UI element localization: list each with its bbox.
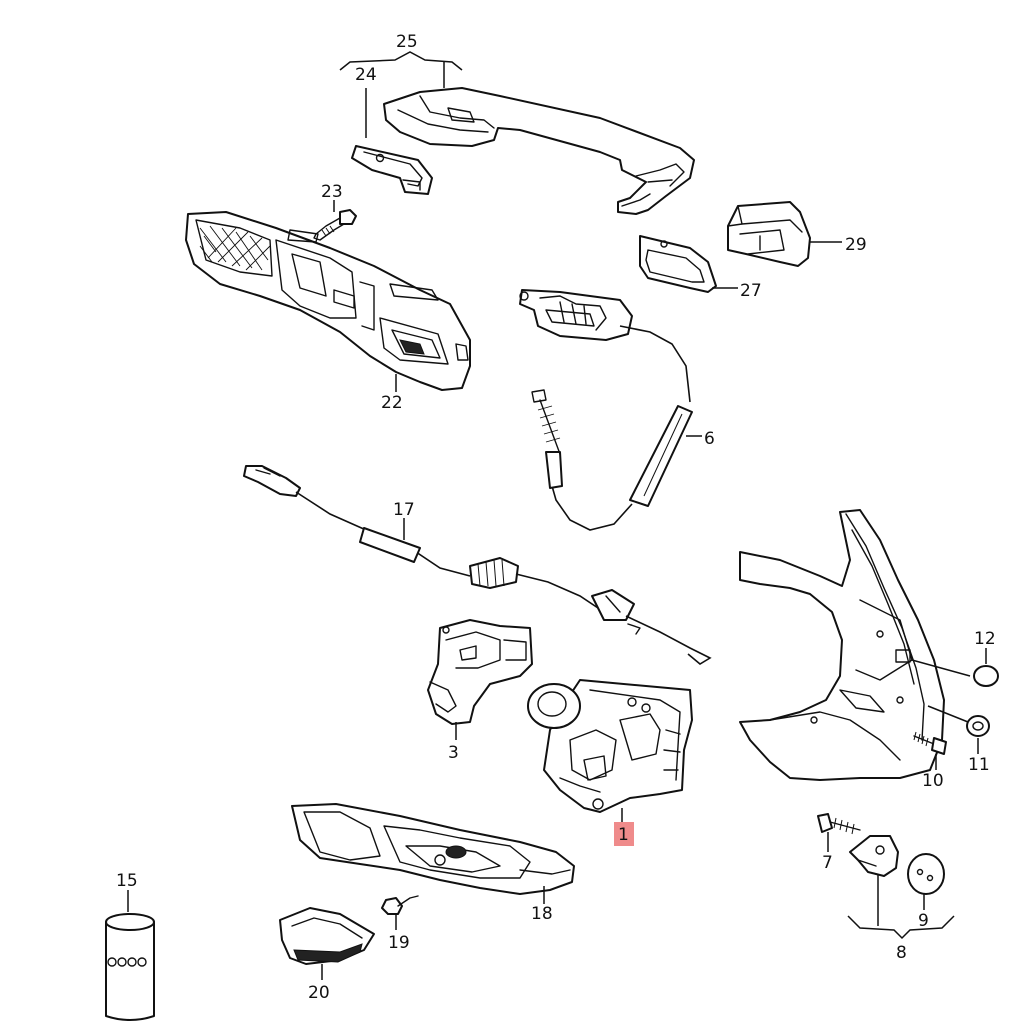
callout-number-29: 29 <box>845 235 867 255</box>
callout-number-27: 27 <box>740 281 762 301</box>
callout-number-6: 6 <box>704 429 715 449</box>
callout-number-17: 17 <box>393 500 415 520</box>
callout-number-1: 1 <box>618 825 629 845</box>
callout-number-12: 12 <box>974 629 996 649</box>
callout-number-20: 20 <box>308 983 330 1003</box>
callout-1-highlight <box>614 822 634 846</box>
part-27-gasket[interactable] <box>639 235 738 293</box>
part-22-handle-carrier[interactable] <box>185 211 471 392</box>
callout-25[interactable]: 25 <box>339 32 463 138</box>
door-frame-section[interactable] <box>739 509 945 781</box>
part-6-bowden-cable[interactable] <box>519 289 702 531</box>
part-18-inner-door-handle[interactable] <box>291 803 575 904</box>
part-12-plug[interactable] <box>911 648 999 687</box>
part-23-screw[interactable] <box>313 200 357 241</box>
part-29-cap[interactable] <box>727 201 842 267</box>
part-1-door-lock-unit[interactable] <box>527 679 693 822</box>
part-11-grommet[interactable] <box>927 705 990 754</box>
callout-number-25: 25 <box>396 32 418 52</box>
part-10-bolt[interactable] <box>913 731 947 770</box>
callout-number-11: 11 <box>968 755 990 775</box>
callout-8[interactable]: 8 <box>847 915 955 963</box>
part-7-screw[interactable] <box>817 813 861 852</box>
part-25-outer-door-handle[interactable] <box>383 87 695 215</box>
part-24-gasket[interactable] <box>351 145 433 195</box>
part-17-cable[interactable] <box>243 465 712 665</box>
callout-number-9: 9 <box>918 911 929 931</box>
part-8-striker-plate[interactable] <box>849 835 899 926</box>
callout-number-15: 15 <box>116 871 138 891</box>
callout-number-19: 19 <box>388 933 410 953</box>
callout-number-10: 10 <box>922 771 944 791</box>
part-15-lubricant-can[interactable] <box>105 890 155 1021</box>
part-9-pad[interactable] <box>907 853 945 910</box>
callout-number-23: 23 <box>321 182 343 202</box>
part-19-screw[interactable] <box>381 895 419 930</box>
part-20-cover[interactable] <box>279 907 375 980</box>
callout-number-22: 22 <box>381 393 403 413</box>
callout-number-18: 18 <box>531 904 553 924</box>
callout-number-24: 24 <box>355 65 377 85</box>
callout-number-7: 7 <box>822 853 833 873</box>
part-3-bracket[interactable] <box>427 619 533 740</box>
callout-number-3: 3 <box>448 743 459 763</box>
callout-number-8: 8 <box>896 943 907 963</box>
